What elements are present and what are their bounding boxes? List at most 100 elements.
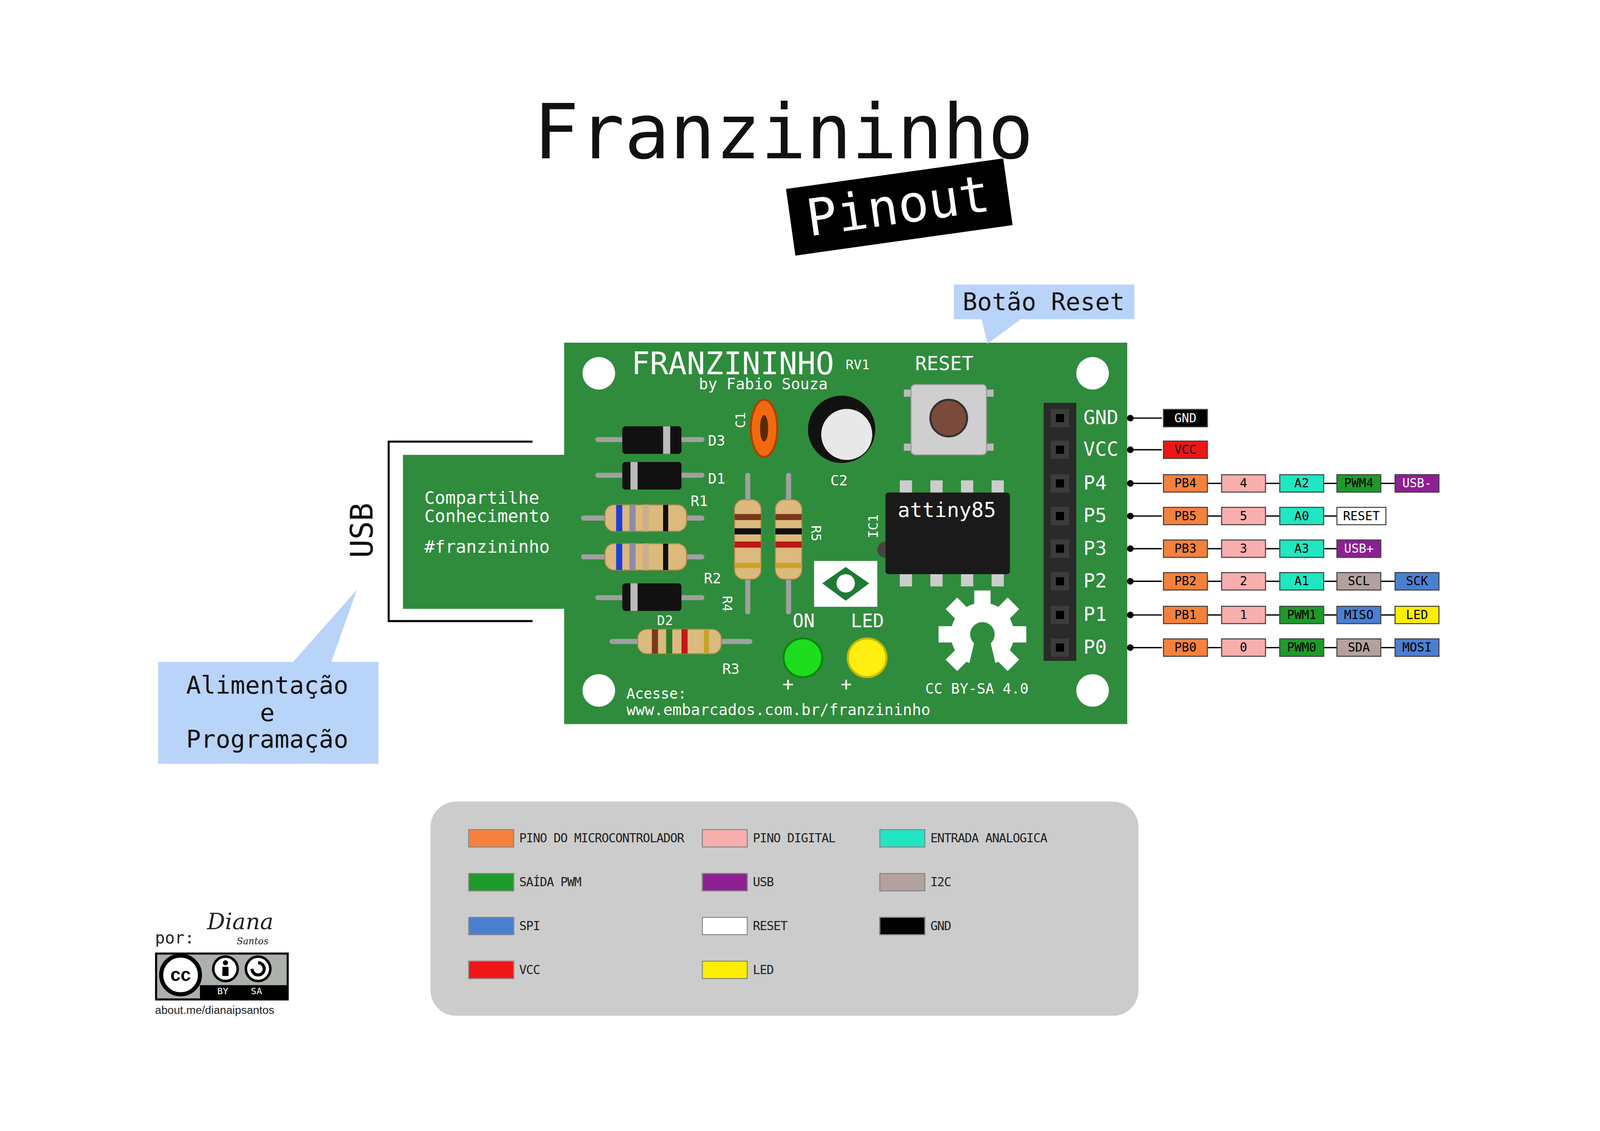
board-label: R5 bbox=[809, 525, 823, 542]
resistor-band bbox=[681, 629, 688, 654]
header-pin-name: P2 bbox=[1083, 571, 1107, 591]
pin-label: MISO bbox=[1341, 606, 1377, 624]
legend-label: SAÍDA PWM bbox=[519, 876, 582, 889]
capacitor-center bbox=[760, 415, 769, 442]
ic-pin bbox=[991, 573, 1005, 587]
resistor-symbol bbox=[734, 499, 762, 580]
resistor-band bbox=[775, 541, 802, 548]
header-pin bbox=[1050, 507, 1070, 526]
pin-hole bbox=[1055, 544, 1065, 553]
board-label: D1 bbox=[708, 471, 726, 486]
pin-label: 0 bbox=[1226, 639, 1261, 657]
pin-label-box: USB- bbox=[1394, 474, 1440, 493]
header-pin-name: P0 bbox=[1083, 637, 1107, 657]
pin-label: SDA bbox=[1341, 639, 1377, 657]
pin-label: USB- bbox=[1399, 475, 1435, 492]
flag-circle bbox=[836, 574, 855, 593]
pin-label-box: A2 bbox=[1279, 474, 1325, 493]
header-pin-name: P5 bbox=[1083, 506, 1107, 526]
diode-symbol bbox=[622, 426, 682, 455]
mounting-hole bbox=[1076, 356, 1109, 390]
pin-label: A2 bbox=[1284, 475, 1319, 492]
legend-label: USB bbox=[752, 876, 774, 889]
pin-link bbox=[1265, 515, 1280, 517]
resistor-symbol bbox=[637, 629, 722, 654]
diode-band bbox=[630, 462, 638, 490]
pin-label-box: 4 bbox=[1221, 474, 1266, 493]
pin-link bbox=[1381, 580, 1395, 583]
credit-text: cc bbox=[170, 966, 191, 985]
led-symbol bbox=[783, 638, 823, 678]
resistor-band bbox=[642, 543, 649, 571]
pin-label: 5 bbox=[1226, 508, 1261, 525]
pin-link bbox=[1207, 548, 1222, 550]
resistor-band bbox=[629, 543, 636, 571]
legend-swatch bbox=[879, 829, 925, 848]
leader-line bbox=[1130, 449, 1163, 451]
pin-label-box: A3 bbox=[1279, 539, 1325, 558]
diode-symbol bbox=[622, 462, 682, 490]
leader-dot bbox=[1127, 447, 1134, 453]
diode-band bbox=[663, 426, 671, 455]
pin-link bbox=[1207, 580, 1222, 583]
pin-hole bbox=[1055, 479, 1065, 488]
pin-link bbox=[1207, 614, 1222, 617]
pin-label-box: PWM1 bbox=[1279, 605, 1325, 625]
legend-label: I2C bbox=[930, 876, 952, 889]
pin-label-box: SDA bbox=[1336, 638, 1382, 657]
pin-label: SCL bbox=[1341, 573, 1377, 590]
resistor-band bbox=[663, 543, 669, 571]
pin-label: 1 bbox=[1226, 606, 1261, 624]
pin-label: SCK bbox=[1399, 573, 1435, 590]
pin-label: 4 bbox=[1226, 475, 1261, 492]
pin-label-box: 3 bbox=[1221, 539, 1266, 558]
pin-link bbox=[1324, 647, 1337, 649]
legend-swatch bbox=[879, 873, 925, 892]
callout-text: Alimentação e Programação bbox=[178, 672, 356, 754]
resistor-band bbox=[775, 528, 802, 535]
credit-text: BY bbox=[217, 987, 229, 997]
credit-text: SA bbox=[250, 987, 262, 997]
ic-pin bbox=[899, 573, 913, 587]
led-symbol bbox=[847, 638, 887, 678]
resistor-band bbox=[629, 504, 636, 532]
board-label: + bbox=[840, 675, 852, 694]
ic-pin bbox=[930, 480, 943, 494]
pin-hole bbox=[1055, 610, 1065, 620]
board-label: RESET bbox=[914, 353, 974, 373]
leader-dot bbox=[1127, 481, 1134, 487]
ic-pin bbox=[899, 480, 913, 494]
sa-icon-arrow bbox=[252, 962, 265, 976]
pcb bbox=[564, 342, 1128, 725]
pin-hole bbox=[1055, 512, 1065, 521]
pin-label-box: RESET bbox=[1336, 507, 1387, 526]
header-pin bbox=[1050, 572, 1070, 591]
header-pin bbox=[1050, 409, 1070, 428]
legend-label: PINO DIGITAL bbox=[752, 832, 836, 845]
pin-label: PB4 bbox=[1167, 475, 1203, 492]
resistor-band bbox=[775, 513, 802, 520]
board-label: attiny85 bbox=[897, 499, 997, 521]
pin-hole bbox=[1055, 445, 1065, 455]
resistor-band bbox=[734, 528, 762, 535]
legend-label: ENTRADA ANALOGICA bbox=[930, 832, 1048, 845]
legend-swatch bbox=[468, 961, 514, 980]
leader-line bbox=[1130, 548, 1163, 550]
diode-band bbox=[630, 583, 638, 611]
pin-link bbox=[1207, 482, 1222, 485]
pin-label-box: 5 bbox=[1221, 507, 1266, 526]
pin-label-box: GND bbox=[1162, 409, 1208, 428]
usb-tab-text: #franzininho bbox=[424, 538, 550, 557]
pin-label: PWM1 bbox=[1284, 606, 1319, 624]
pin-label: PB5 bbox=[1167, 508, 1203, 525]
legend-swatch bbox=[702, 961, 748, 980]
pin-label: USB+ bbox=[1341, 540, 1377, 557]
pin-label: PWM0 bbox=[1284, 639, 1319, 657]
pin-label-box: PB3 bbox=[1162, 539, 1208, 558]
board-label: CC BY-SA 4.0 bbox=[925, 681, 1029, 696]
board-label: R3 bbox=[722, 662, 740, 677]
pin-label: VCC bbox=[1167, 441, 1203, 459]
